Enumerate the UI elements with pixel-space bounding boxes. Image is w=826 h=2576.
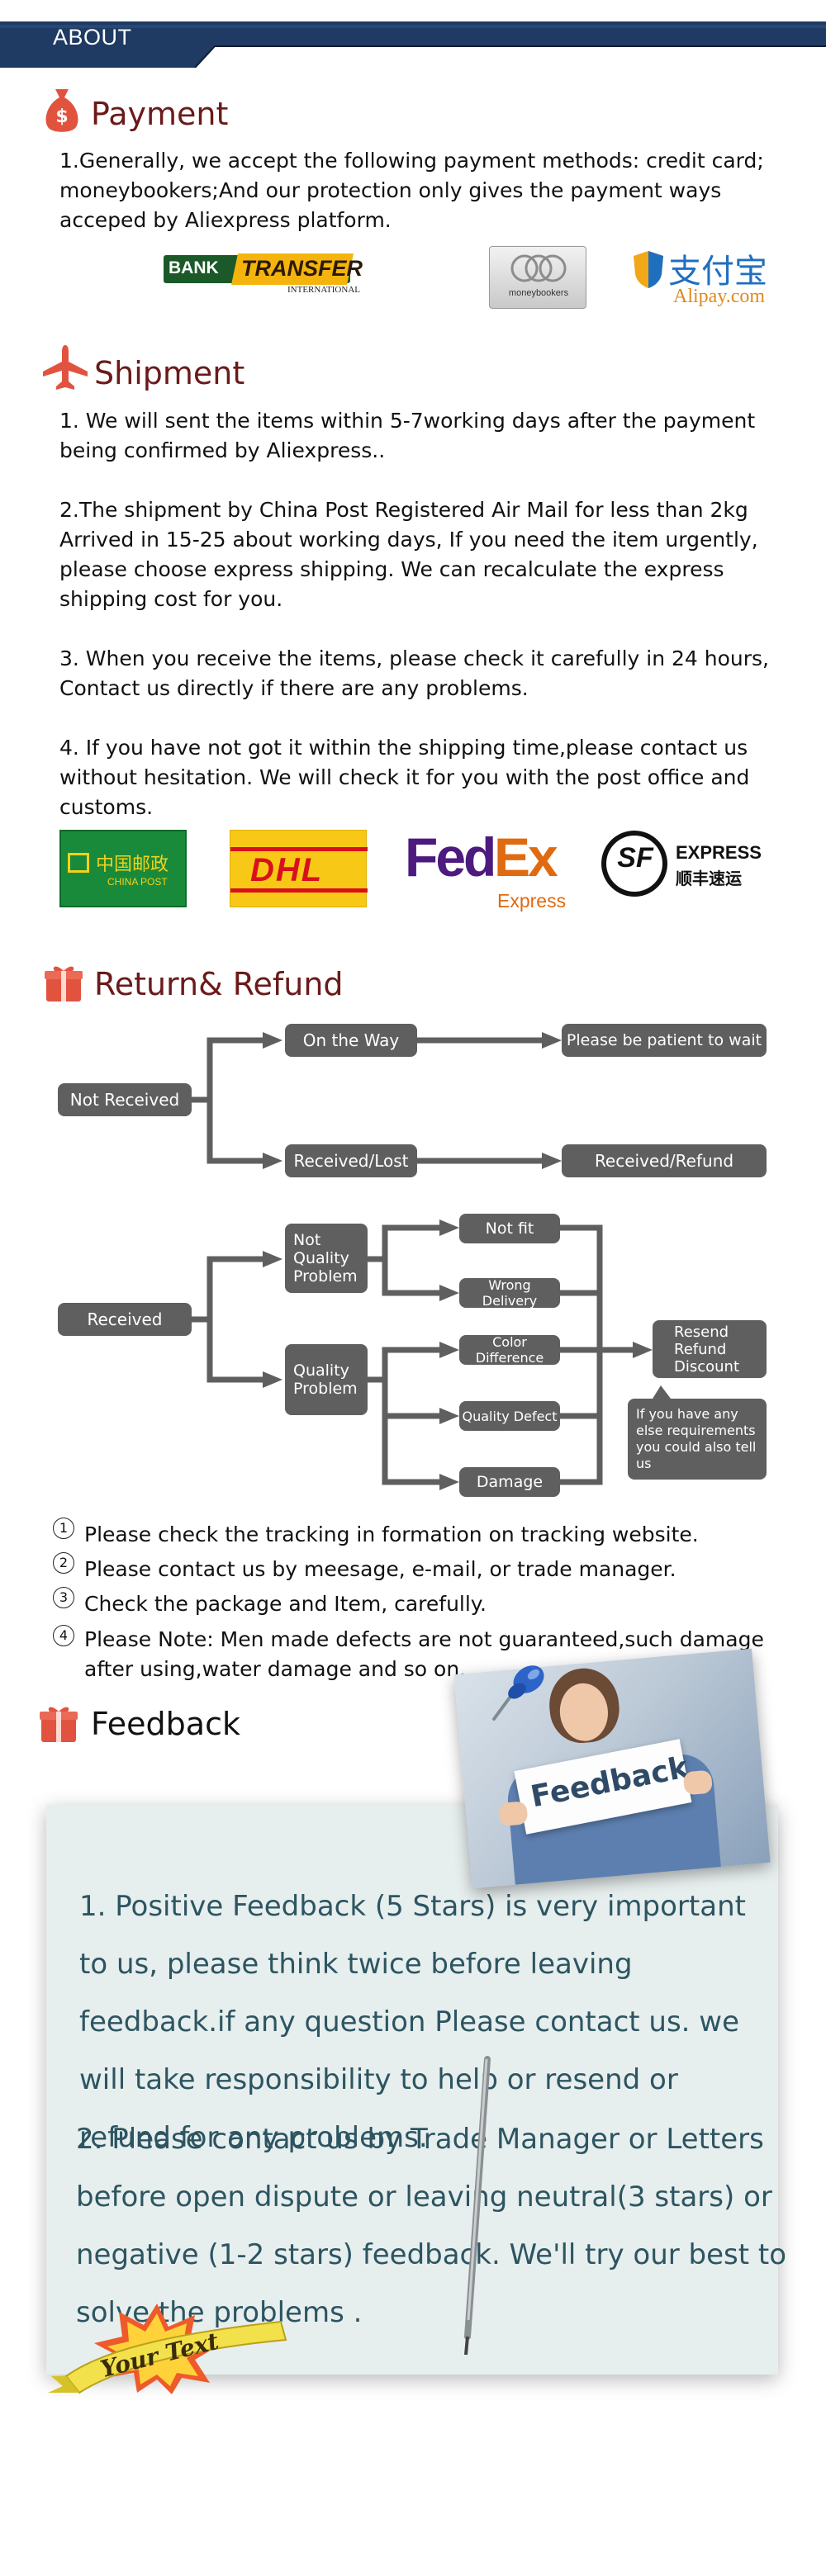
note-text: Please Note: Men made defects are not gu… xyxy=(84,1627,764,1681)
flow-be-patient: Please be patient to wait xyxy=(562,1024,767,1057)
flow-received-refund: Received/Refund xyxy=(562,1144,767,1177)
moneybookers-logo: moneybookers xyxy=(489,246,586,309)
note-text: Check the package and Item, carefully. xyxy=(84,1592,487,1616)
flow-on-the-way: On the Way xyxy=(285,1024,417,1057)
flow-not-quality: Not Quality Problem xyxy=(285,1224,368,1293)
list-item: 3 Check the package and Item, carefully. xyxy=(53,1587,796,1622)
note-number: 2 xyxy=(53,1552,74,1574)
list-item: 2 Please contact us by meesage, e-mail, o… xyxy=(53,1552,796,1587)
your-text-badge xyxy=(48,2304,287,2394)
feedback-paragraph-2: 2. Please contact us by Trade Manager or… xyxy=(76,2123,787,2329)
payment-title: Payment xyxy=(91,96,229,132)
flow-quality-defect: Quality Defect xyxy=(459,1401,560,1431)
flow-received: Received xyxy=(58,1303,192,1336)
flow-not-received: Not Received xyxy=(58,1083,192,1116)
about-label: ABOUT xyxy=(53,25,132,50)
refund-title: Return& Refund xyxy=(94,966,344,1002)
money-bag-icon: $ xyxy=(45,89,78,132)
pen-icon xyxy=(464,2056,491,2356)
about-banner xyxy=(0,21,826,68)
china-post-logo: 中国邮政 CHINA POST xyxy=(59,830,187,907)
sf-express-logo: SF EXPRESS 顺丰速运 xyxy=(601,831,800,902)
flow-else-requirements: If you have any else requirements you co… xyxy=(628,1399,767,1480)
flow-received-lost: Received/Lost xyxy=(285,1144,417,1177)
list-item: 1 Please check the tracking in formation … xyxy=(53,1518,796,1552)
flow-quality: Quality Problem xyxy=(285,1344,368,1415)
note-number: 3 xyxy=(53,1587,74,1608)
alipay-logo: 支付宝 Alipay.com xyxy=(632,244,805,315)
dhl-logo: DHL xyxy=(230,830,368,907)
feedback-paragraph-1: 1. Positive Feedback (5 Stars) is very i… xyxy=(79,1890,746,2154)
shipment-paragraph-4: 4. If you have not got it within the shi… xyxy=(59,736,750,819)
note-number: 1 xyxy=(53,1518,74,1539)
flow-damage: Damage xyxy=(459,1467,560,1497)
shipment-paragraph-1: 1. We will sent the items within 5-7work… xyxy=(59,409,756,462)
flow-resend: Resend Refund Discount xyxy=(653,1320,767,1378)
airplane-icon xyxy=(43,345,88,390)
gift-box-icon xyxy=(40,1707,78,1742)
gift-box-icon xyxy=(45,966,83,1002)
shield-icon xyxy=(634,251,663,288)
refund-flow-connectors xyxy=(188,1032,671,1490)
flow-wrong-delivery: Wrong Delivery xyxy=(459,1277,560,1309)
bank-transfer-logo: BANK TRANSFER INTERNATIONAL xyxy=(164,252,363,298)
flow-not-fit: Not fit xyxy=(459,1214,560,1243)
push-pin-icon xyxy=(492,1665,544,1721)
shipment-text: 1. We will sent the items within 5-7work… xyxy=(59,406,795,822)
svg-text:$: $ xyxy=(55,107,68,127)
note-number: 4 xyxy=(53,1625,74,1646)
flow-color-difference: Color Difference xyxy=(459,1334,560,1366)
feedback-card xyxy=(46,1805,778,2375)
shipment-paragraph-2: 2.The shipment by China Post Registered … xyxy=(59,498,758,611)
shipment-paragraph-3: 3. When you receive the items, please ch… xyxy=(59,646,769,700)
shipment-title: Shipment xyxy=(94,355,245,391)
fedex-logo: Fed Ex Express xyxy=(405,826,567,912)
feedback-title: Feedback xyxy=(91,1706,240,1742)
refund-notes: 1 Please check the tracking in formation … xyxy=(53,1518,796,1684)
note-text: Please contact us by meesage, e-mail, or… xyxy=(84,1557,676,1581)
note-text: Please check the tracking in formation o… xyxy=(84,1522,699,1546)
list-item: 4 Please Note: Men made defects are not g… xyxy=(53,1622,796,1684)
payment-text: 1.Generally, we accept the following pay… xyxy=(59,149,764,232)
